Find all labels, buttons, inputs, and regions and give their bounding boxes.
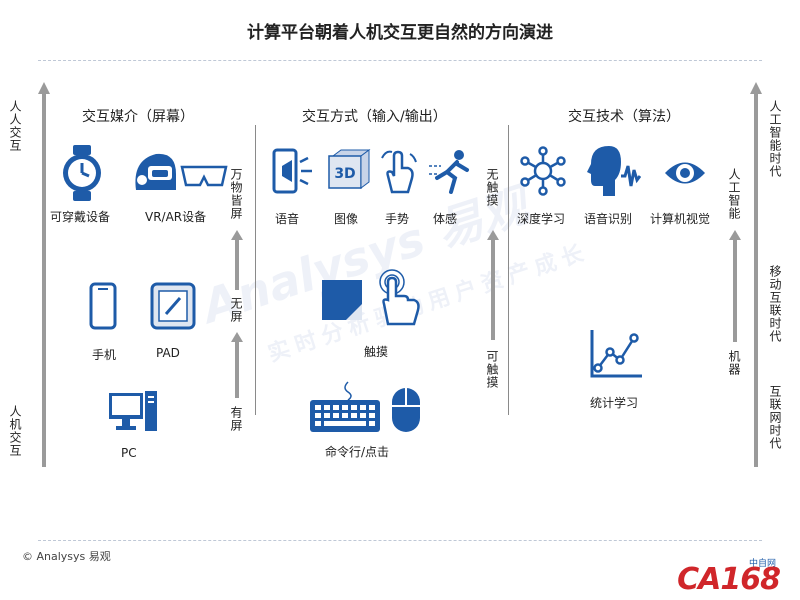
- intelligence-arrow: [729, 230, 741, 342]
- screen-stage-bottom: 有屏: [229, 406, 243, 432]
- speech-head-icon: [587, 146, 641, 196]
- label-image: 图像: [334, 212, 359, 226]
- svg-text:3D: 3D: [334, 166, 355, 182]
- mouse-icon: [392, 388, 420, 432]
- site-logo-sub: 中自网: [748, 559, 776, 569]
- eye-icon: [665, 162, 705, 184]
- label-speech: 语音识别: [584, 212, 633, 226]
- separator-1: [255, 125, 256, 415]
- screen-stage-middle: 无屏: [229, 297, 243, 323]
- bottom-divider: [38, 540, 762, 541]
- screen-arrow-upper: [231, 230, 243, 290]
- intelligence-stage-bottom: 机器: [727, 350, 741, 376]
- label-pad: PAD: [156, 346, 180, 360]
- copyright: © Analysys 易观: [22, 550, 111, 563]
- neural-network-icon: [520, 146, 566, 196]
- watch-icon: [63, 145, 101, 201]
- top-divider: [38, 60, 762, 61]
- touch-stage-bottom: 可触摸: [485, 350, 499, 389]
- label-gesture: 手势: [385, 212, 410, 226]
- statistics-chart-icon: [590, 330, 642, 378]
- motion-runner-icon: [429, 150, 469, 194]
- separator-2: [508, 125, 509, 415]
- touch-stage-top: 无触摸: [485, 168, 499, 207]
- label-wearable: 可穿戴设备: [50, 210, 111, 224]
- label-command: 命令行/点击: [325, 445, 390, 459]
- tablet-icon: [150, 282, 196, 330]
- label-pc: PC: [121, 446, 137, 460]
- screen-arrow-lower: [231, 332, 243, 398]
- voice-phone-icon: [272, 148, 312, 194]
- label-vrar: VR/AR设备: [145, 210, 207, 224]
- label-vision: 计算机视觉: [650, 212, 711, 226]
- right-axis-top-label: 人工智能时代: [768, 100, 782, 178]
- gesture-hand-icon: [381, 150, 417, 194]
- label-deep-learning: 深度学习: [517, 212, 566, 226]
- label-phone: 手机: [92, 348, 117, 362]
- left-axis-arrow: [38, 82, 50, 467]
- label-motion: 体感: [433, 212, 458, 226]
- pc-icon: [109, 391, 157, 431]
- section-title-media: 交互媒介（屏幕）: [82, 109, 194, 125]
- touchscreen-icon: [322, 280, 362, 320]
- screen-stage-top: 万物皆屏: [229, 168, 243, 220]
- site-logo: CA168: [677, 562, 781, 597]
- label-statistics: 统计学习: [590, 396, 639, 410]
- left-axis-bottom-label: 人机交互: [8, 405, 22, 457]
- right-axis-arrow: [750, 82, 762, 467]
- section-title-tech: 交互技术（算法）: [568, 109, 680, 125]
- phone-icon: [89, 282, 117, 330]
- 3d-cube-icon: 3D: [328, 149, 371, 189]
- left-axis-top-label: 人人交互: [8, 100, 22, 152]
- label-touch: 触摸: [364, 345, 389, 359]
- right-axis-bottom-label: 互联网时代: [768, 385, 782, 450]
- page-title: 计算平台朝着人机交互更自然的方向演进: [247, 23, 553, 43]
- ar-glasses-icon: [180, 165, 228, 187]
- intelligence-stage-top: 人工智能: [727, 168, 741, 220]
- touch-arrow: [487, 230, 499, 340]
- label-voice: 语音: [275, 212, 300, 226]
- right-axis-middle-label: 移动互联时代: [768, 265, 782, 343]
- touch-hand-icon: [379, 269, 420, 326]
- vr-helmet-icon: [135, 153, 176, 190]
- keyboard-icon: [310, 381, 380, 432]
- section-title-method: 交互方式（输入/输出）: [302, 109, 447, 125]
